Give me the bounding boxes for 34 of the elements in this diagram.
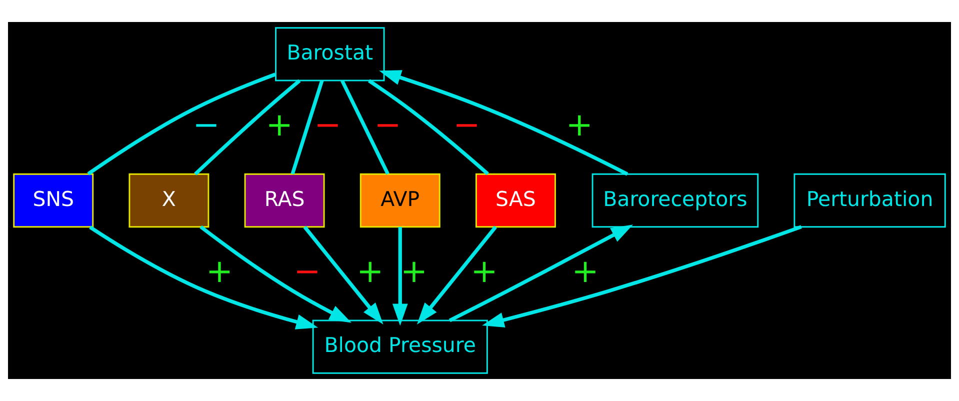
arrow (392, 226, 408, 326)
edge-label: − (453, 106, 480, 144)
connector (87, 72, 276, 176)
node-box: Baroreceptors (592, 173, 759, 228)
arrow (482, 225, 802, 328)
arrow (200, 225, 352, 323)
node-box: SAS (475, 173, 556, 228)
arrow (303, 226, 384, 324)
arrow (89, 226, 318, 330)
arrow (379, 70, 628, 176)
connector (368, 79, 489, 176)
node-box: Perturbation (794, 173, 946, 228)
connector (194, 79, 301, 176)
connector (340, 80, 390, 175)
node-box: Barostat (275, 27, 385, 82)
node-box: SNS (13, 173, 94, 228)
node-box: X (128, 173, 210, 228)
node-box: Blood Pressure (312, 320, 488, 374)
arrow (448, 224, 634, 322)
edge-label: − (374, 106, 402, 144)
edge-label: − (294, 252, 321, 290)
arrow (416, 226, 497, 324)
edge-label: + (266, 106, 293, 144)
edge-label: + (356, 252, 384, 290)
edge-label: + (572, 252, 599, 290)
edge-label: + (206, 252, 233, 290)
edge-label: + (470, 252, 498, 290)
connector (290, 80, 324, 174)
node-box: RAS (244, 173, 325, 228)
edge-label: + (566, 106, 593, 144)
edge-label: + (400, 252, 428, 290)
edge-label: − (192, 106, 220, 144)
edge-label: − (314, 106, 342, 144)
node-box: AVP (360, 173, 440, 228)
